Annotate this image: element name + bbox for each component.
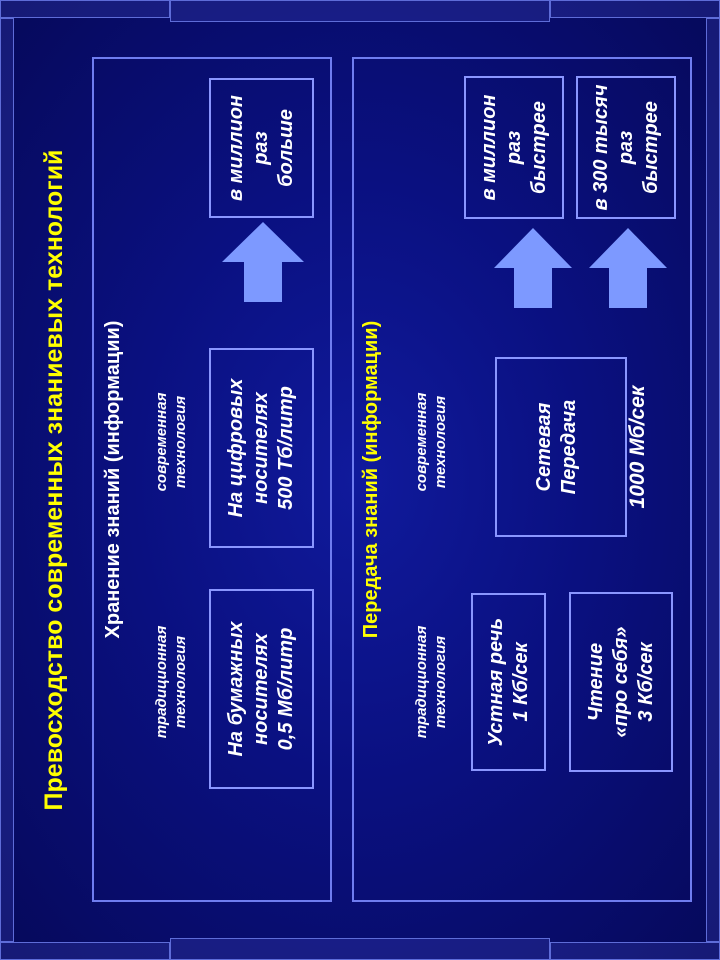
- arrow-right-icon: [589, 228, 667, 308]
- slide-title: Превосходство современных знаниевых техн…: [40, 149, 68, 811]
- network-box: Сетевая Передача 1000 Мб/сек: [495, 357, 649, 537]
- storage-heading: Хранение знаний (информации): [102, 320, 124, 639]
- storage-result-box: в миллион раз больше: [209, 78, 314, 218]
- storage-panel: Хранение знаний (информации) традиционна…: [92, 57, 332, 902]
- network-speed: 1000 Мб/сек: [626, 385, 649, 509]
- arrow-right-icon: [222, 222, 304, 302]
- storage-traditional-box: На бумажных носителях 0,5 Мб/литр: [209, 589, 314, 789]
- frame-top-left: [0, 0, 170, 18]
- frame-left-strip: [0, 18, 14, 942]
- transfer-heading: Передача знаний (информации): [360, 320, 382, 639]
- transfer-modern-label: современная технология: [413, 392, 449, 492]
- transfer-panel: Передача знаний (информации) традиционна…: [352, 57, 692, 902]
- network-box-label: Сетевая Передача: [533, 399, 580, 495]
- transfer-result-box-1: в миллион раз быстрее: [464, 76, 564, 219]
- storage-modern-box: На цифровых носителях 500 Тб/литр: [209, 348, 314, 548]
- transfer-result-box-2: в 300 тысяч раз быстрее: [576, 76, 676, 219]
- reading-box: Чтение «про себя» 3 Кб/сек: [569, 592, 673, 772]
- storage-traditional-label: традиционная технология: [153, 625, 189, 739]
- storage-modern-label: современная технология: [153, 392, 189, 492]
- frame-top-center: [170, 0, 550, 22]
- transfer-traditional-label: традиционная технология: [413, 625, 449, 739]
- arrow-right-icon: [494, 228, 572, 308]
- speech-box: Устная речь 1 Кб/сек: [471, 593, 546, 771]
